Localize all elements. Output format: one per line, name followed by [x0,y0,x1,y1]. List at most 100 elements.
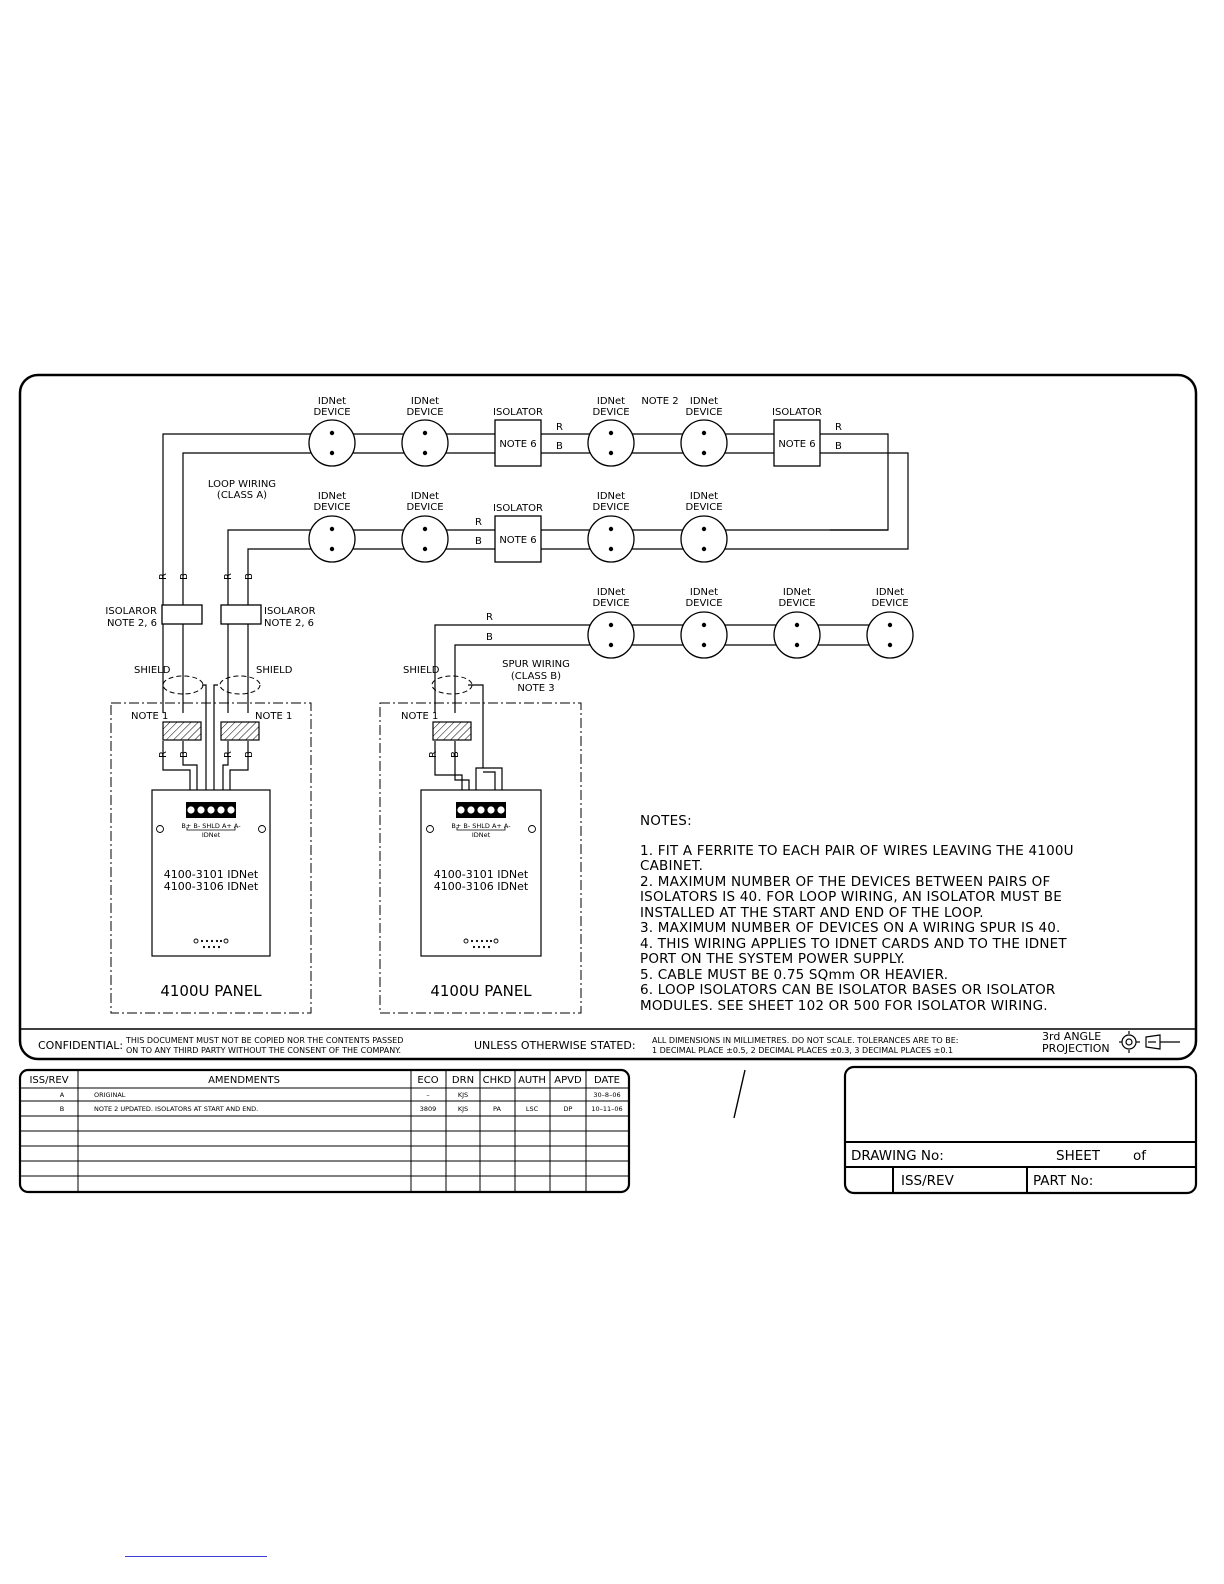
wire-b-label: B [556,441,563,452]
device-label-idnet: IDNet [318,396,346,407]
card-labels: B+ B- SHLD A+ A- IDNet B+ B- SHLD A+ A- … [160,822,532,1000]
device-label-device: DEVICE [685,407,722,418]
card-model-2: 4100-3106 IDNet [434,880,529,893]
wire-b-label: B [244,751,255,758]
terminal-group-label: IDNet [202,831,221,839]
shield-label: SHIELD [256,665,293,676]
wire-r-label: R [428,751,439,758]
device-label-idnet: IDNet [876,587,904,598]
note-line: 6. LOOP ISOLATORS CAN BE ISOLATOR BASES … [640,982,1055,998]
confidential-text: THIS DOCUMENT MUST NOT BE COPIED NOR THE… [125,1036,403,1045]
shield-label: SHIELD [134,665,171,676]
device-label-device: DEVICE [778,598,815,609]
wire-r-label: R [223,751,234,758]
wiring-lines [162,433,909,805]
wire-r-label: R [158,573,169,580]
rev-cell: – [426,1091,429,1099]
wire-r-label: R [158,751,169,758]
tolerance-text: 1 DECIMAL PLACE ±0.5, 2 DECIMAL PLACES ±… [652,1046,953,1055]
device-label-idnet: IDNet [411,396,439,407]
shield-label: SHIELD [403,665,440,676]
device-labels: IDNet DEVICE IDNet DEVICE IDNet DEVICE I… [313,396,908,609]
rev-cell: A [60,1091,65,1099]
device-label-device: DEVICE [592,502,629,513]
spur-wiring-title: SPUR WIRING [502,659,570,670]
wire-r-label: R [475,517,482,528]
note-line: ISOLATORS IS 40. FOR LOOP WIRING, AN ISO… [640,889,1062,905]
wire-r-label: R [835,422,842,433]
drawing-no-label: DRAWING No: [851,1148,944,1164]
wire-b-label: B [179,751,190,758]
rev-cell: PA [493,1105,502,1113]
card-model-2: 4100-3106 IDNet [164,880,259,893]
device-label-idnet: IDNet [690,396,718,407]
spur-wiring-class: (CLASS B) [511,671,561,682]
isolator-label: ISOLATOR [493,503,543,514]
rev-header: AUTH [518,1075,546,1086]
shield-ellipses [162,675,473,695]
loop-wiring-class: (CLASS A) [217,490,267,501]
rev-header: ECO [417,1075,438,1086]
device-label-idnet: IDNet [318,491,346,502]
device-label-device: DEVICE [313,502,350,513]
confidential-text: ON TO ANY THIRD PARTY WITHOUT THE CONSEN… [126,1046,401,1055]
isolator-label: ISOLATOR [772,407,822,418]
device-label-idnet: IDNet [597,396,625,407]
device-label-device: DEVICE [592,598,629,609]
note-line: 2. MAXIMUM NUMBER OF THE DEVICES BETWEEN… [640,874,1050,890]
note-line: 1. FIT A FERRITE TO EACH PAIR OF WIRES L… [640,843,1074,859]
rev-cell: 10–11–06 [591,1105,622,1113]
rev-cell: KJS [458,1105,468,1113]
spur-wiring-note: NOTE 3 [517,683,554,694]
tolerance-text: ALL DIMENSIONS IN MILLIMETRES. DO NOT SC… [652,1036,958,1045]
rev-cell: KJS [458,1091,468,1099]
footer-link-underline[interactable] [125,1556,267,1557]
panel-label: 4100U PANEL [430,982,532,1000]
device-label-idnet: IDNet [783,587,811,598]
note-line: MODULES. SEE SHEET 102 OR 500 FOR ISOLAT… [640,998,1048,1014]
rev-header: ISS/REV [29,1075,68,1086]
isolator-label: ISOLATOR [493,407,543,418]
terminal-labels: B+ B- SHLD A+ A- [451,822,511,830]
drawing-border [18,373,1198,1061]
device-label-device: DEVICE [592,407,629,418]
isolator-note6: NOTE 6 [499,535,536,546]
wire-b-label: B [244,573,255,580]
projection-label: PROJECTION [1042,1042,1110,1055]
note-line: 4. THIS WIRING APPLIES TO IDNET CARDS AN… [640,936,1067,952]
device-row-spur [587,611,914,659]
note-line: INSTALLED AT THE START AND END OF THE LO… [640,905,984,921]
rev-cell: 30–8–06 [593,1091,620,1099]
rev-header: APVD [554,1075,582,1086]
terminal-labels: B+ B- SHLD A+ A- [181,822,241,830]
rev-cell: DP [564,1105,573,1113]
rev-header: DRN [452,1075,474,1086]
note-line: PORT ON THE SYSTEM POWER SUPPLY. [640,951,905,967]
isolaror-note-left: NOTE 2, 6 [107,618,157,629]
rev-header: AMENDMENTS [208,1075,280,1086]
rev-cell: B [60,1105,64,1113]
device-label-device: DEVICE [685,502,722,513]
confidential-label: CONFIDENTIAL: [38,1039,123,1052]
idnet-card-left [151,789,271,957]
isolator-note6: NOTE 6 [499,439,536,450]
device-label-device: DEVICE [871,598,908,609]
isolaror-note-right: NOTE 2, 6 [264,618,314,629]
loop-wiring-title: LOOP WIRING [208,479,276,490]
ferrites [162,721,472,741]
device-label-device: DEVICE [685,598,722,609]
note1-label: NOTE 1 [255,711,292,722]
third-angle-projection-icon [1119,1031,1180,1053]
revision-table: ISS/REV AMENDMENTS ECO DRN CHKD AUTH APV… [18,1068,631,1194]
isolator-boxes [161,419,821,625]
note1-label: NOTE 1 [131,711,168,722]
unless-stated-label: UNLESS OTHERWISE STATED: [474,1039,636,1052]
notes-heading: NOTES: [640,813,692,829]
wire-b-label: B [179,573,190,580]
device-label-device: DEVICE [406,502,443,513]
device-label-idnet: IDNet [690,587,718,598]
note-line: 5. CABLE MUST BE 0.75 SQmm OR HEAVIER. [640,967,948,983]
note-line: 3. MAXIMUM NUMBER OF DEVICES ON A WIRING… [640,920,1061,936]
note-line: CABINET. [640,858,703,874]
